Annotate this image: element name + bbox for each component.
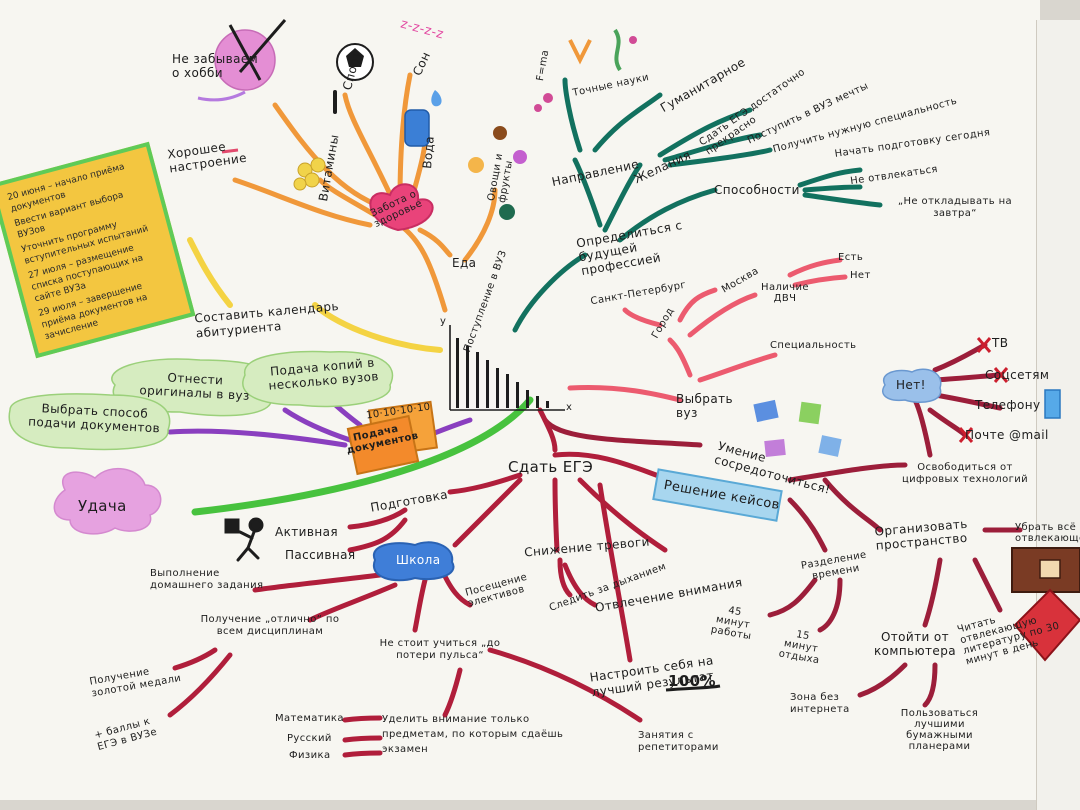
- russian-label: Русский: [287, 733, 332, 744]
- abilities-label: Способности: [714, 183, 800, 197]
- center-bars: [456, 338, 549, 408]
- calendar-branch-lines: [187, 237, 443, 353]
- remove-label: Убрать всё отвлекающее: [1015, 522, 1080, 544]
- no-internet-label: Зона без интернета: [790, 692, 850, 715]
- center-bar: [546, 401, 549, 408]
- method-cloud: [8, 393, 171, 451]
- math-label: Математика: [275, 713, 344, 724]
- excellent-label: Получение „отлично“ по всем дисциплинам: [200, 614, 340, 637]
- university-center: Выбрать вуз: [676, 392, 733, 420]
- luck-branch-line: [191, 396, 534, 516]
- puzzle-icons: [753, 399, 842, 458]
- not-study-label: Не стоит учиться „до потери пульса“: [379, 638, 501, 661]
- pear-icon: [493, 126, 507, 140]
- center-bar: [456, 338, 459, 408]
- ball-icon-patch: [346, 48, 364, 67]
- book-icon: [1013, 588, 1080, 662]
- grape-icon: [513, 150, 527, 164]
- phone-icon: [1044, 389, 1061, 419]
- ability-3-label: „Не откладывать на завтра“: [897, 196, 1013, 219]
- profession-branch-lines: [512, 77, 883, 333]
- digital-label: Освободиться от цифровых технологий: [901, 462, 1029, 485]
- dormitory-label: Наличие ДВЧ: [761, 282, 809, 304]
- water-label: Вода: [420, 135, 437, 170]
- orange-icon: [468, 157, 484, 173]
- yarn-icon: [197, 19, 287, 102]
- score-label: 100%: [668, 672, 716, 690]
- documents-papers: [346, 400, 439, 476]
- center-axis-y: y: [440, 316, 447, 327]
- center-bar-chart: [449, 325, 565, 411]
- homework-label: Выполнение домашнего задания: [150, 568, 264, 591]
- center-bar: [506, 374, 509, 408]
- center-bar: [496, 368, 499, 408]
- passive-label: Пассивная: [285, 548, 356, 562]
- center-bar: [466, 346, 469, 408]
- computer-label: Отойти от компьютера: [873, 630, 956, 658]
- luck-cloud: [53, 467, 162, 535]
- planners-label: Пользоваться лучшими бумажными планерами: [900, 708, 979, 752]
- mail-label: Почте @mail: [965, 428, 1049, 442]
- health-branch-lines: [232, 72, 498, 313]
- tutors-label: Занятия с репетиторами: [638, 730, 719, 753]
- runner-icon: [224, 517, 264, 562]
- cross-marks: [958, 337, 1009, 443]
- center-bar: [476, 352, 479, 408]
- focus-only-label: Уделить внимание только предметам, по ко…: [382, 714, 564, 755]
- no-cloud: [882, 368, 942, 403]
- no-word-label: Нет!: [896, 378, 926, 392]
- vitamins-icon: [293, 157, 326, 191]
- school-label: Школа: [396, 553, 441, 567]
- cases-box: [652, 468, 783, 522]
- water-icon: [404, 109, 430, 147]
- exam-branch-lines: [167, 407, 673, 758]
- school-cloud: [372, 541, 455, 582]
- center-bar: [516, 382, 519, 408]
- hobby-label: Не забываем о хобби: [172, 52, 259, 80]
- drop-icon: [431, 90, 442, 107]
- heart-shape: [369, 183, 434, 232]
- mood-marker: [221, 148, 239, 154]
- no-label: Нет: [850, 270, 871, 281]
- center-bar: [486, 360, 489, 408]
- score-underline: [665, 684, 721, 692]
- copies-cloud: [242, 350, 394, 408]
- science-icons: [534, 28, 637, 112]
- center-axis-x: x: [566, 402, 573, 413]
- phone-label: Телефону: [975, 398, 1041, 412]
- physics-label: Физика: [289, 750, 331, 761]
- luck-label: Удача: [78, 497, 127, 515]
- center-bar: [536, 396, 539, 408]
- exam-center: Сдать ЕГЭ: [508, 458, 594, 476]
- building-icon: [1011, 547, 1080, 593]
- specialty-label: Специальность: [770, 340, 857, 351]
- apple-icon: [499, 204, 515, 220]
- yes-label: Есть: [838, 252, 864, 263]
- social-label: Соцсетям: [985, 368, 1050, 382]
- food-label: Еда: [452, 256, 477, 270]
- active-label: Активная: [275, 525, 338, 539]
- university-branch-lines: [567, 257, 848, 403]
- tv-label: ТВ: [992, 336, 1009, 350]
- center-bar: [526, 390, 529, 408]
